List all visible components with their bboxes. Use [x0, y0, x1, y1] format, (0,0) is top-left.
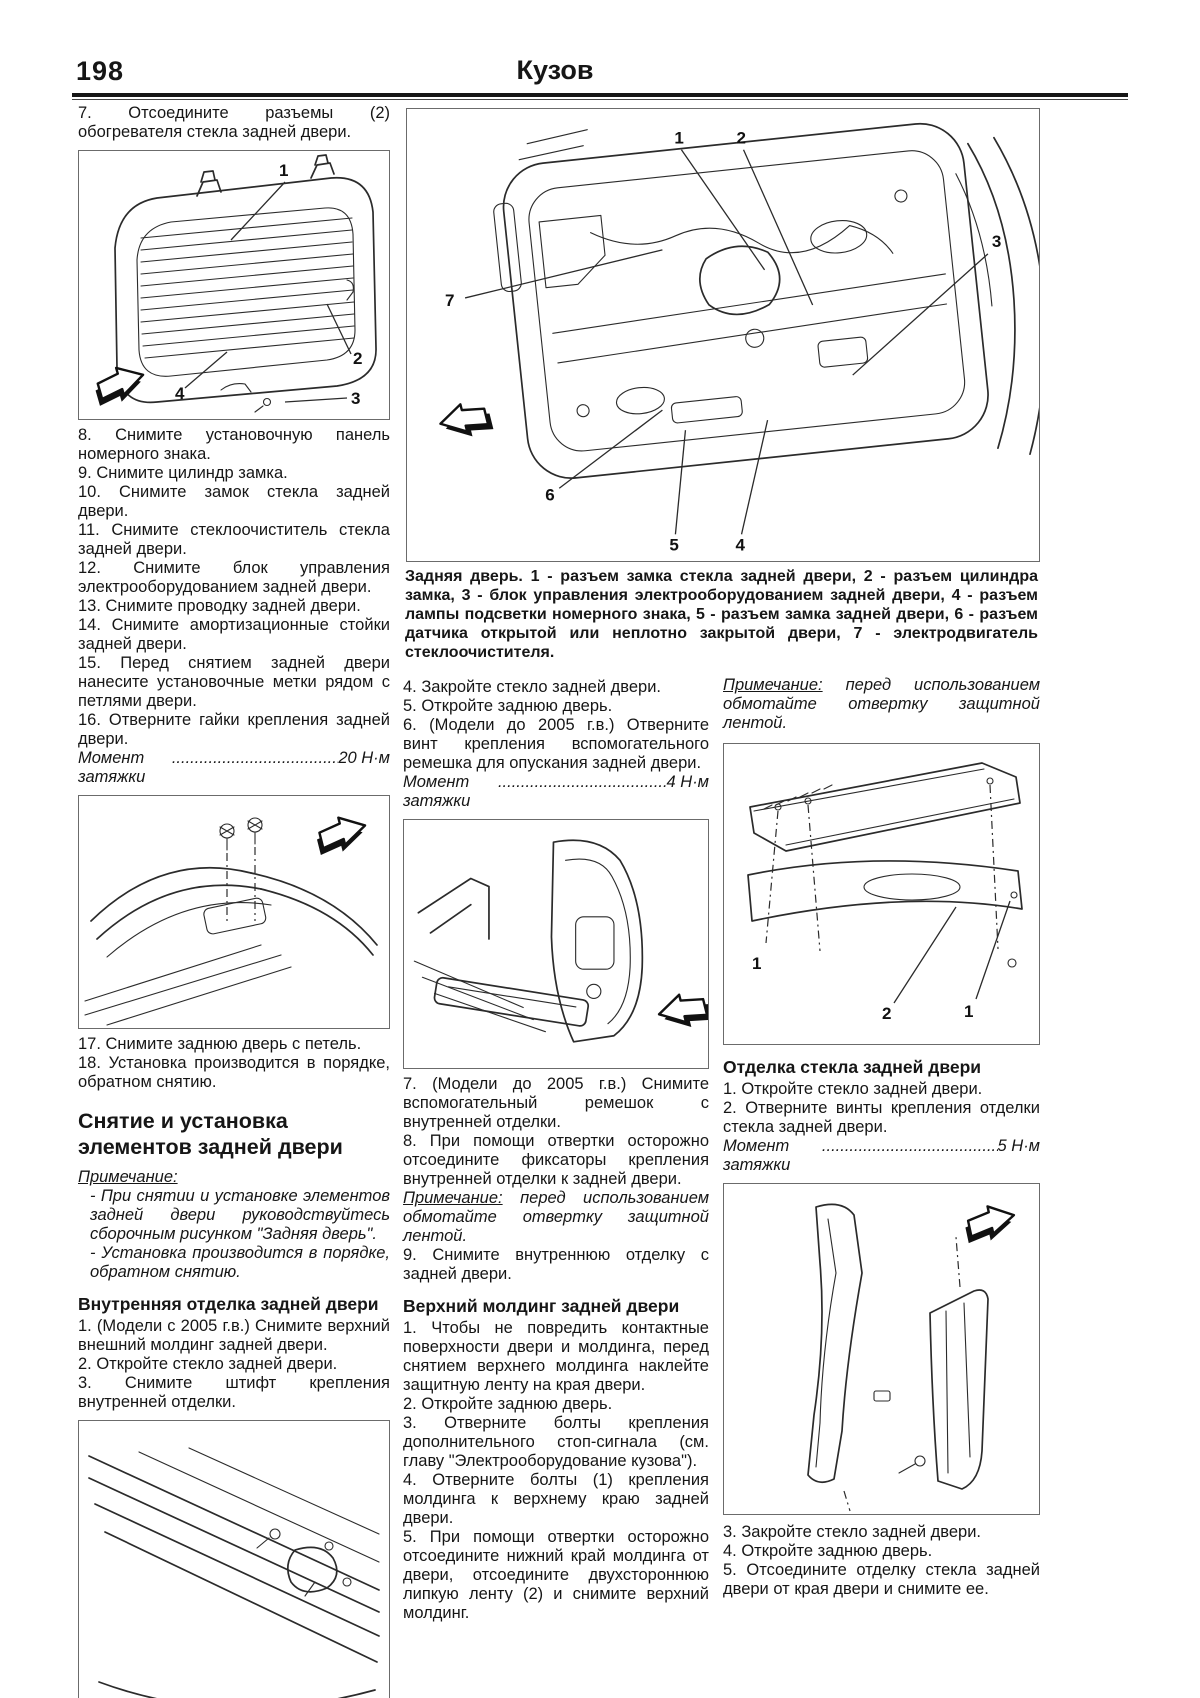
rear-door-line-art: 1 2 3 7 6 5 4	[439, 122, 1039, 554]
note-item: - Установка производится в порядке, обра…	[90, 1244, 390, 1281]
figure-caption: Задняя дверь. 1 - разъем замка стекла за…	[405, 568, 1038, 661]
instruction-step: 7. Отсоедините разъемы (2) обогревателя …	[78, 104, 390, 141]
note-label: Примечание:	[723, 676, 823, 694]
note-text: перед использованием обмотайте отвертку …	[723, 676, 1040, 732]
instruction-step: 18. Установка производится в порядке, об…	[78, 1054, 390, 1091]
rear-glass-line-art: 1 2 3 4	[95, 154, 377, 413]
note-item: - При снятии и установке элементов задне…	[90, 1187, 390, 1243]
instruction-step: 9. Снимите внутреннюю отделку с задней д…	[403, 1246, 709, 1283]
hinge-line-art	[84, 816, 378, 1026]
instruction-step: 2. Отверните винты крепления отделки сте…	[723, 1099, 1040, 1136]
callout-3: 3	[992, 232, 1001, 251]
figure-hinge-bolts	[78, 795, 390, 1029]
callout-6: 6	[545, 485, 554, 504]
sub-heading: Отделка стекла задней двери	[723, 1057, 982, 1077]
callout-1: 1	[752, 954, 761, 973]
figure-rear-door-assembly: 1 2 3 7 6 5 4	[406, 108, 1040, 562]
torque-spec: Момент затяжки .........................…	[403, 773, 709, 810]
callout-5: 5	[669, 535, 678, 554]
callout-2: 2	[882, 1004, 891, 1023]
note-label: Примечание:	[78, 1168, 178, 1186]
instruction-step: 8. Снимите установочную панель номерного…	[78, 426, 390, 463]
note-text: перед использованием обмотайте отвертку …	[403, 1189, 709, 1245]
figure-rear-glass: 1 2 3 4	[78, 150, 390, 420]
instruction-step: 5. Откройте заднюю дверь.	[403, 697, 613, 715]
instruction-step: 3. Отверните болты крепления дополнитель…	[403, 1414, 709, 1470]
column-right: Примечание: перед использованием обмотай…	[723, 676, 1040, 1599]
direction-arrow-icon	[316, 816, 367, 856]
torque-spec: Момент затяжки .........................…	[723, 1137, 1040, 1174]
instruction-step: 13. Снимите проводку задней двери.	[78, 597, 361, 615]
callout-4: 4	[736, 535, 746, 554]
page-title: Кузов	[516, 55, 594, 85]
instruction-step: 4. Откройте заднюю дверь.	[723, 1542, 933, 1560]
instruction-step: 16. Отверните гайки крепления задней две…	[78, 711, 390, 748]
callout-2: 2	[353, 349, 362, 368]
header-rule	[72, 93, 1128, 100]
pillar-trim-line-art	[807, 1203, 1016, 1512]
note: Примечание: перед использованием обмотай…	[723, 676, 1040, 733]
instruction-step: 12. Снимите блок управления электрообору…	[78, 559, 390, 596]
note: Примечание: перед использованием обмотай…	[403, 1189, 709, 1246]
instruction-step: 4. Закройте стекло задней двери.	[403, 678, 662, 696]
instruction-step: 3. Закройте стекло задней двери.	[723, 1523, 982, 1541]
instruction-step: 8. При помощи отвертки осторожно отсоеди…	[403, 1132, 709, 1188]
instruction-step: 10. Снимите замок стекла задней двери.	[78, 483, 390, 520]
instruction-step: 5. Отсоедините отделку стекла задней две…	[723, 1561, 1040, 1598]
callout-3: 3	[351, 389, 360, 408]
direction-arrow-icon	[95, 366, 145, 406]
callout-1b: 1	[964, 1002, 973, 1021]
figure-glass-trim-strip: 1 2 1	[723, 743, 1040, 1045]
direction-arrow-icon	[657, 993, 708, 1028]
callout-1: 1	[279, 161, 288, 180]
torque-spec: Момент затяжки .........................…	[78, 749, 390, 786]
instruction-step: 17. Снимите заднюю дверь с петель.	[78, 1035, 362, 1053]
instruction-step: 5. При помощи отвертки осторожно отсоеди…	[403, 1528, 709, 1622]
section-heading: Снятие и установка элементов задней двер…	[78, 1109, 343, 1159]
figure-trim-pin	[78, 1420, 390, 1698]
instruction-step: 1. Откройте стекло задней двери.	[723, 1080, 983, 1098]
callout-2: 2	[737, 129, 746, 148]
instruction-step: 14. Снимите амортизационные стойки задне…	[78, 616, 390, 653]
column-middle: 4. Закройте стекло задней двери. 5. Откр…	[403, 678, 709, 1623]
figure-inner-trim	[403, 819, 709, 1069]
note-label: Примечание:	[403, 1189, 503, 1207]
page-number: 198	[76, 56, 125, 86]
callout-1: 1	[674, 129, 683, 148]
instruction-step: 3. Снимите штифт крепления внутренней от…	[78, 1374, 390, 1411]
direction-arrow-icon	[439, 403, 494, 437]
callout-4: 4	[175, 384, 185, 403]
figure-pillar-trim	[723, 1183, 1040, 1515]
instruction-step: 7. (Модели до 2005 г.в.) Снимите вспомог…	[403, 1075, 709, 1131]
instruction-step: 11. Снимите стеклоочиститель стекла задн…	[78, 521, 390, 558]
instruction-step: 2. Откройте стекло задней двери.	[78, 1355, 338, 1373]
instruction-step: 1. Чтобы не повредить контактные поверхн…	[403, 1319, 709, 1394]
instruction-step: 15. Перед снятием задней двери нанесите …	[78, 654, 390, 710]
instruction-step: 6. (Модели до 2005 г.в.) Отверните винт …	[403, 716, 709, 772]
trim-pin-line-art	[88, 1447, 380, 1698]
instruction-step: 1. (Модели с 2005 г.в.) Снимите верхний …	[78, 1317, 390, 1354]
sub-heading: Верхний молдинг задней двери	[403, 1296, 680, 1316]
instruction-step: 2. Откройте заднюю дверь.	[403, 1395, 613, 1413]
instruction-step: 4. Отверните болты (1) крепления молдинг…	[403, 1471, 709, 1527]
callout-7: 7	[445, 291, 454, 310]
direction-arrow-icon	[965, 1205, 1016, 1244]
glass-trim-line-art: 1 2 1	[747, 762, 1023, 1023]
sub-heading: Внутренняя отделка задней двери	[78, 1294, 379, 1314]
inner-trim-line-art	[413, 839, 708, 1043]
column-left: 7. Отсоедините разъемы (2) обогревателя …	[78, 104, 390, 1698]
instruction-step: 9. Снимите цилиндр замка.	[78, 464, 288, 482]
